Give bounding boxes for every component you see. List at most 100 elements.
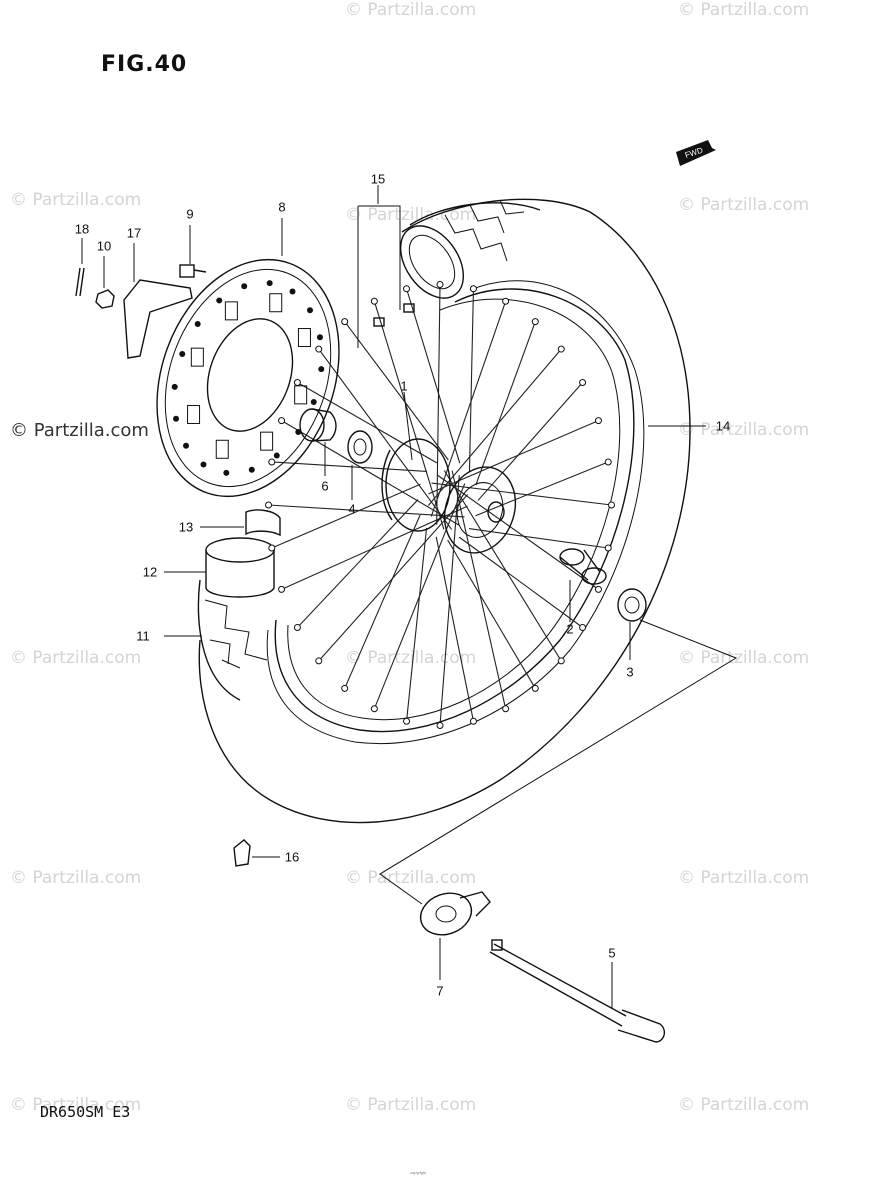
spoke-nipple (502, 705, 510, 713)
spoke-nipple (265, 501, 272, 509)
spoke-nipple (608, 501, 615, 509)
spokes (265, 281, 615, 729)
disc-hole (295, 429, 302, 436)
spoke-nipple (278, 417, 286, 425)
disc-cutout (224, 301, 238, 321)
disc-hole (289, 288, 296, 295)
disc-hole (273, 452, 280, 459)
figure-title: FIG.40 (101, 52, 188, 77)
callout-7: 7 (436, 983, 444, 999)
spoke-nipple (341, 684, 349, 692)
spoke-nipple (403, 285, 411, 293)
spacer-2 (559, 548, 607, 585)
disc-cutout (190, 347, 204, 367)
disc-hole (316, 334, 323, 341)
spoke (297, 382, 438, 464)
spoke-nipple (436, 281, 444, 288)
spoke (475, 321, 536, 486)
collar-6 (299, 408, 337, 442)
callout-5: 5 (608, 945, 616, 961)
spoke-nipple (278, 585, 286, 593)
callout-13: 13 (178, 519, 194, 535)
spoke (475, 461, 609, 517)
spoke-nipple (268, 544, 276, 552)
callout-4: 4 (348, 501, 356, 517)
spoke (406, 288, 461, 464)
watermark: © Partzilla.com (678, 420, 810, 440)
disc-hole (318, 366, 325, 373)
spoke (281, 420, 460, 526)
disc-hole (248, 466, 255, 473)
callout-17: 17 (126, 225, 142, 241)
spoke (451, 470, 507, 709)
callout-15: 15 (370, 171, 386, 187)
disc-hole (194, 320, 201, 327)
spoke-nipple (436, 722, 444, 729)
watermark: © Partzilla.com (10, 1095, 142, 1115)
disc-hole (183, 442, 190, 449)
watermark: © Partzilla.com (345, 648, 477, 668)
spoke-nipple (293, 378, 301, 386)
nipple-16 (233, 839, 251, 867)
spoke-nipple (579, 378, 587, 386)
hub (381, 438, 517, 554)
callout-10: 10 (96, 238, 112, 254)
watermark: © Partzilla.com (345, 868, 477, 888)
axle-5 (489, 939, 666, 1043)
disc-cutout (187, 404, 201, 424)
pin-18 (75, 267, 85, 297)
spoke (427, 348, 562, 506)
spoke (431, 482, 612, 506)
bolt-9 (179, 264, 207, 278)
model-code: DR650SM E3 (40, 1103, 131, 1121)
bearing-3 (617, 588, 647, 622)
spoke-nipple (557, 657, 565, 665)
watermark: © Partzilla.com (345, 0, 477, 20)
watermark: © Partzilla.com (10, 648, 142, 668)
callout-3: 3 (626, 664, 634, 680)
callout-8: 8 (278, 199, 286, 215)
spoke (373, 483, 466, 709)
disc-hole (241, 283, 248, 290)
disc-hole (306, 307, 313, 314)
watermark: © Partzilla.com (345, 1095, 477, 1115)
clip-17 (123, 279, 193, 359)
callout-1: 1 (400, 378, 408, 394)
watermark: © Partzilla.com (10, 868, 142, 888)
nipple-15 (373, 303, 415, 327)
spoke-nipple (502, 297, 510, 305)
spoke (344, 321, 449, 461)
spoke (318, 348, 453, 530)
disc-cutout (260, 431, 274, 451)
spoke (271, 461, 428, 472)
disc-hole (173, 415, 180, 422)
spoke-nipple (604, 458, 612, 466)
watermark: © Partzilla.com (10, 190, 142, 210)
disc-hole (216, 297, 223, 304)
brake-disc (156, 258, 340, 498)
bearing-4 (347, 430, 373, 464)
spoke-nipple (531, 684, 539, 692)
leader-lines (81, 185, 706, 1008)
nut-10 (95, 289, 115, 309)
fwd-arrow-icon: FWD (676, 140, 716, 166)
spoke-nipple (370, 297, 378, 305)
spoke (405, 527, 428, 722)
spoke (318, 494, 469, 662)
callout-16: 16 (284, 849, 300, 865)
disc-cutout (294, 385, 308, 405)
spoke (443, 470, 562, 662)
copyright-note: copyright (410, 1170, 427, 1175)
disc-hole (200, 461, 207, 468)
callout-9: 9 (186, 206, 194, 222)
spoke (428, 420, 599, 495)
spoke-nipple (594, 417, 602, 425)
spoke-nipple (341, 318, 349, 326)
disc-hole (266, 280, 273, 287)
spoke (468, 288, 475, 473)
watermark: © Partzilla.com (678, 1095, 810, 1115)
spoke (477, 382, 584, 501)
callout-12: 12 (142, 564, 158, 580)
callout-11: 11 (136, 628, 150, 644)
